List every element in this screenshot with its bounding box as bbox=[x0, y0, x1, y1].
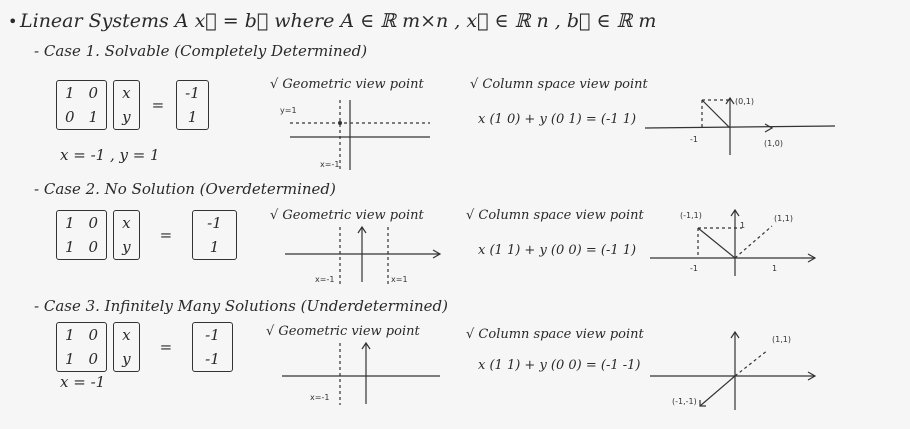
matrix-entry: 0 bbox=[88, 84, 99, 102]
vector-entry: x bbox=[122, 84, 131, 102]
col-tick-label: 1 bbox=[740, 221, 745, 230]
vector-entry: x bbox=[122, 214, 131, 232]
matrix-entry: 1 bbox=[65, 238, 75, 256]
geo-tick-label: y=1 bbox=[280, 106, 297, 115]
col-tick-label: (1,1) bbox=[774, 214, 793, 223]
matrix-entry: 0 bbox=[88, 350, 99, 368]
col-tick-label: (-1,1) bbox=[680, 211, 702, 220]
vector-entry: -1 bbox=[205, 326, 220, 344]
case1-geo-graph: y=1 x=-1 bbox=[280, 100, 430, 170]
col-tick-label: (1,1) bbox=[772, 335, 791, 344]
case2-heading: - Case 2. No Solution (Overdetermined) bbox=[34, 180, 336, 198]
case2-geo-graph: x=-1 x=1 bbox=[285, 225, 442, 284]
case1-col-equation: x (1 0) + y (0 1) = (-1 1) bbox=[478, 112, 637, 127]
vector-entry: y bbox=[122, 238, 131, 256]
equals-sign: = bbox=[151, 96, 165, 114]
page-title: Linear Systems A x⃗ = b⃗ where A ∈ ℝ m×n… bbox=[20, 10, 657, 32]
case1-col-label: √ Column space view point bbox=[470, 77, 648, 92]
case2-col-graph: (-1,1) 1 (1,1) -1 1 bbox=[650, 208, 817, 276]
matrix-entry: 1 bbox=[65, 326, 75, 344]
case3-col-equation: x (1 1) + y (0 0) = (-1 -1) bbox=[478, 358, 641, 373]
matrix-entry: 0 bbox=[88, 326, 99, 344]
case1-geo-label: √ Geometric view point bbox=[270, 77, 424, 92]
matrix-entry: 1 bbox=[65, 350, 75, 368]
vector-entry: y bbox=[122, 350, 131, 368]
matrix-entry: 1 bbox=[88, 108, 99, 126]
geo-tick-label: x=-1 bbox=[315, 275, 334, 284]
case2-col-label: √ Column space view point bbox=[466, 208, 644, 223]
vector-entry: -1 bbox=[207, 214, 222, 232]
case2-col-equation: x (1 1) + y (0 0) = (-1 1) bbox=[478, 243, 637, 258]
matrix-entry: 1 bbox=[65, 84, 75, 102]
vector-entry: x bbox=[122, 326, 131, 344]
matrix-entry: 0 bbox=[88, 214, 99, 232]
case2-geo-label: √ Geometric view point bbox=[270, 208, 424, 223]
geo-tick-label: x=-1 bbox=[310, 393, 329, 402]
case1-col-graph: (0,1) -1 (1,0) bbox=[644, 96, 836, 155]
col-tick-label: (1,0) bbox=[764, 139, 783, 148]
case3-col-label: √ Column space view point bbox=[466, 327, 644, 342]
bullet-icon: • bbox=[8, 12, 18, 31]
case3-heading: - Case 3. Infinitely Many Solutions (Und… bbox=[34, 297, 448, 315]
geo-tick-label: x=1 bbox=[391, 275, 408, 284]
col-tick-label: 1 bbox=[772, 264, 777, 273]
case1-solution: x = -1 , y = 1 bbox=[60, 146, 160, 164]
vector-entry: 1 bbox=[187, 108, 198, 126]
col-tick-label: (-1,-1) bbox=[672, 397, 697, 406]
geo-tick-label: x=-1 bbox=[320, 160, 339, 169]
col-tick-label: (0,1) bbox=[735, 97, 754, 106]
vector-entry: -1 bbox=[205, 350, 220, 368]
matrix-entry: 0 bbox=[65, 108, 75, 126]
equals-sign: = bbox=[159, 226, 173, 244]
case3-col-graph: (1,1) (-1,-1) bbox=[650, 330, 817, 410]
case3-solution: x = -1 bbox=[60, 373, 106, 391]
vector-entry: y bbox=[122, 108, 131, 126]
equals-sign: = bbox=[159, 338, 173, 356]
case3-geo-label: √ Geometric view point bbox=[266, 324, 420, 339]
case3-geo-graph: x=-1 bbox=[282, 341, 440, 405]
col-tick-label: -1 bbox=[690, 264, 698, 273]
case1-heading: - Case 1. Solvable (Completely Determine… bbox=[34, 42, 368, 60]
matrix-entry: 1 bbox=[65, 214, 75, 232]
vector-entry: -1 bbox=[185, 84, 200, 102]
matrix-entry: 0 bbox=[88, 238, 99, 256]
vector-entry: 1 bbox=[209, 238, 220, 256]
col-tick-label: -1 bbox=[690, 135, 698, 144]
